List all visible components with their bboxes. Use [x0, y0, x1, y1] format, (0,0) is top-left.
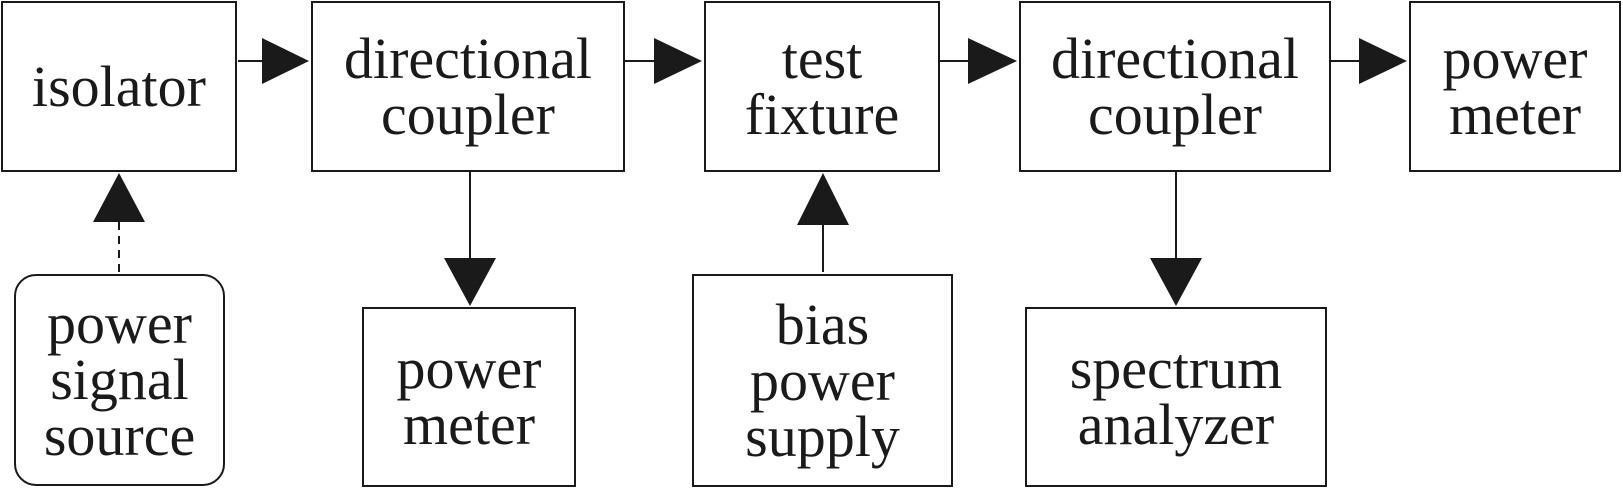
- arrowhead-right: [968, 38, 1017, 84]
- test-fixture-label-line-1: test: [781, 25, 863, 91]
- test-fixture-label-line-2: fixture: [744, 81, 900, 147]
- signal-source-label-line-2: signal: [50, 347, 189, 412]
- spectrum-analyzer-label-line-2: analyzer: [1077, 392, 1275, 457]
- isolator-block: isolator: [1, 1, 237, 172]
- spectrum-analyzer-label-line-1: spectrum: [1069, 336, 1283, 401]
- spectrum-analyzer-block: spectrum analyzer: [1025, 307, 1327, 487]
- power-meter-label-line-2: meter: [1448, 81, 1582, 147]
- test-fixture-block: test fixture: [704, 1, 940, 172]
- directional-coupler-label-line-1: directional: [343, 25, 592, 91]
- directional-coupler-label-line-1: directional: [1050, 25, 1299, 91]
- power-signal-source-block: power signal source: [14, 274, 225, 486]
- bias-supply-label-line-2: power: [750, 347, 895, 413]
- arrowhead-up: [797, 173, 849, 225]
- directional-coupler-block-1: directional coupler: [311, 1, 625, 172]
- power-meter-block-reference: power meter: [362, 307, 576, 487]
- arrowhead-right: [654, 38, 702, 84]
- bias-supply-label-line-3: supply: [745, 403, 900, 469]
- bias-power-supply-block: bias power supply: [692, 274, 953, 487]
- directional-coupler-label-line-2: coupler: [1088, 81, 1262, 147]
- power-meter-label-line-1: power: [1442, 25, 1588, 91]
- arrowhead-right: [1359, 38, 1407, 84]
- arrowhead-up: [93, 173, 145, 222]
- directional-coupler-label-line-2: coupler: [381, 81, 555, 147]
- directional-coupler-block-2: directional coupler: [1019, 1, 1331, 172]
- signal-source-label-line-3: source: [43, 403, 196, 468]
- power-meter-label-line-1: power: [396, 336, 542, 401]
- signal-source-label-line-1: power: [47, 291, 192, 356]
- power-meter-label-line-2: meter: [402, 392, 536, 457]
- bias-supply-label-line-1: bias: [775, 291, 870, 357]
- isolator-label: isolator: [32, 53, 206, 119]
- arrowhead-down: [1150, 258, 1202, 306]
- arrowhead-down: [444, 258, 496, 306]
- power-meter-block-output: power meter: [1409, 1, 1621, 172]
- arrowhead-right: [262, 38, 309, 84]
